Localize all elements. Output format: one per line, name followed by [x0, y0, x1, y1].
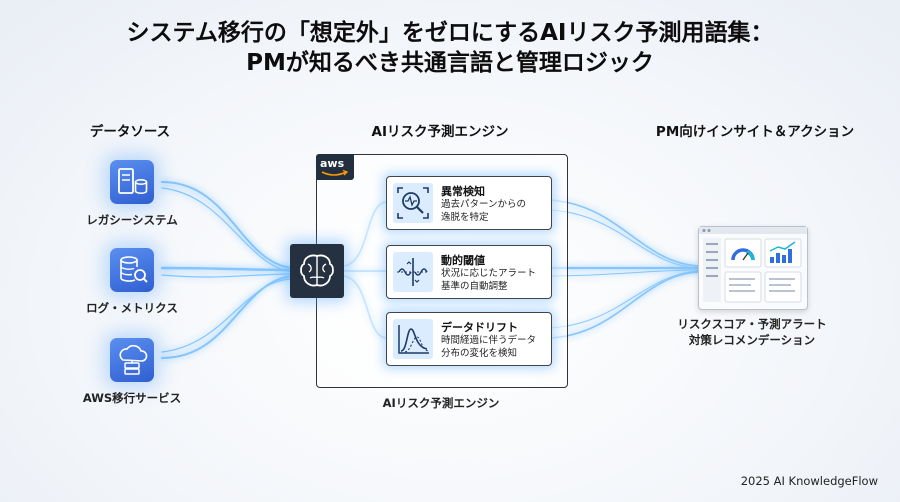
module-description: 過去パターンからの 逸脱を特定	[441, 198, 549, 224]
output-line-2: 対策レコメンデーション	[688, 333, 816, 347]
module-card-dynamic-threshold: 動的閾値 状況に応じたアラート 基準の自動調整	[386, 245, 552, 299]
module-card-data-drift: データドリフト 時間経過に伴うデータ 分布の変化を検知	[386, 312, 552, 366]
module-title: 異常検知	[441, 185, 485, 198]
source-legacy-system: レガシーシステム	[62, 160, 202, 228]
flow-line	[161, 273, 293, 278]
flow-line	[161, 275, 293, 359]
module-title: データドリフト	[441, 321, 518, 334]
source-aws-migration: AWS移行サービス	[62, 338, 202, 406]
column-header-sources: データソース	[89, 124, 171, 140]
module-desc-line: 分布の変化を検知	[441, 348, 518, 359]
aws-badge-text: aws	[320, 157, 345, 170]
module-desc-line: 時間経過に伴うデータ	[441, 335, 537, 346]
title-line-1: システム移行の「想定外」をゼロにするAIリスク予測用語集：	[126, 20, 774, 46]
log-search-icon	[110, 248, 154, 292]
copyright-footer: 2025 AI KnowledgeFlow	[740, 474, 878, 488]
anomaly-search-icon	[393, 183, 433, 223]
module-description: 状況に応じたアラート 基準の自動調整	[441, 267, 549, 293]
distribution-curve-icon	[393, 319, 433, 359]
flow-line	[549, 271, 699, 339]
module-card-anomaly-detection: 異常検知 過去パターンからの 逸脱を特定	[386, 176, 552, 230]
column-header-engine: AIリスク予測エンジン	[371, 124, 509, 140]
title-line-2: PMが知るべき共通言語と管理ロジック	[246, 50, 654, 76]
output-description: リスクスコア・予測アラート 対策レコメンデーション	[664, 316, 840, 348]
source-label: AWS移行サービス	[82, 391, 182, 405]
brain-icon	[290, 244, 344, 298]
engine-caption: AIリスク予測エンジン	[382, 396, 500, 410]
source-label: レガシーシステム	[86, 213, 178, 227]
column-header-output: PM向けインサイト＆アクション	[655, 124, 855, 140]
flow-line	[161, 187, 293, 273]
flow-line	[549, 199, 699, 267]
flow-line	[161, 181, 293, 269]
page-title: システム移行の「想定外」をゼロにするAIリスク予測用語集： PMが知るべき共通言…	[0, 18, 900, 78]
flow-line	[549, 270, 699, 329]
output-line-1: リスクスコア・予測アラート	[677, 317, 827, 331]
module-desc-line: 逸脱を特定	[441, 212, 489, 223]
source-label: ログ・メトリクス	[86, 301, 178, 315]
module-desc-line: 基準の自動調整	[441, 281, 508, 292]
server-database-icon	[110, 160, 154, 204]
flow-line	[549, 209, 699, 269]
flow-line	[160, 266, 294, 272]
module-desc-line: 過去パターンからの	[441, 199, 527, 210]
threshold-wave-icon	[393, 252, 433, 292]
module-description: 時間経過に伴うデータ 分布の変化を検知	[441, 334, 549, 360]
aws-logo: aws	[316, 154, 354, 180]
dashboard-icon	[698, 226, 808, 310]
flow-line	[549, 269, 699, 277]
module-desc-line: 状況に応じたアラート	[441, 268, 537, 279]
flow-line	[161, 278, 293, 353]
source-logs-metrics: ログ・メトリクス	[62, 248, 202, 316]
module-title: 動的閾値	[441, 254, 485, 267]
cloud-server-icon	[110, 338, 154, 382]
